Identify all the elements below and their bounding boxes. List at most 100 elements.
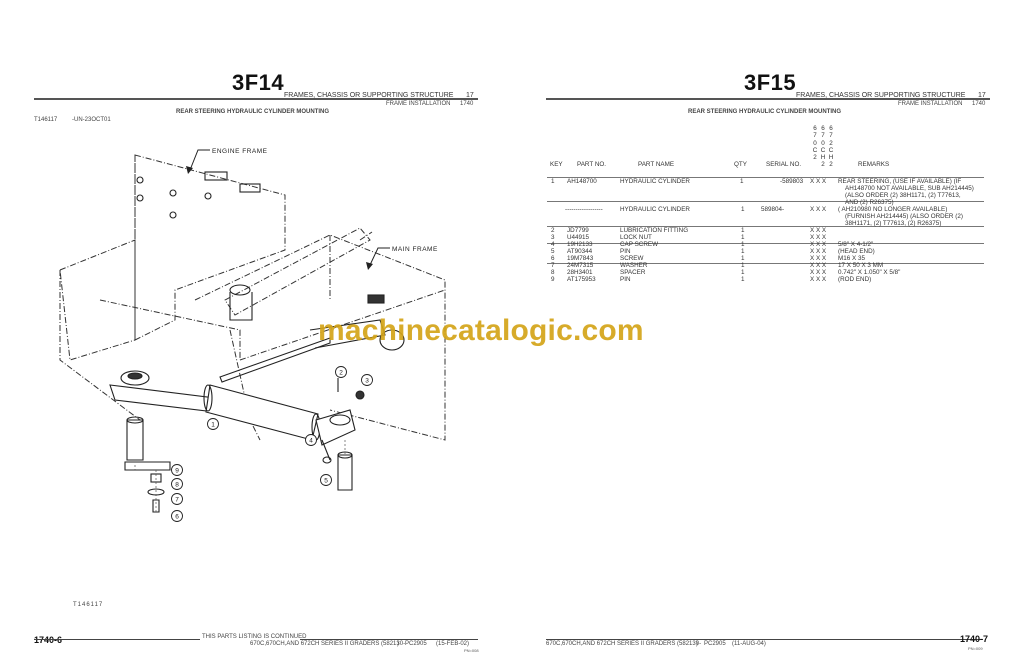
row-divider (547, 243, 984, 244)
section-number: 17 (978, 92, 986, 99)
row-models: X X X (810, 206, 827, 213)
row-part-name: LUBRICATION FITTING (620, 227, 689, 234)
row-key: 1 (551, 178, 555, 185)
footer-code: PN=008 (464, 648, 479, 653)
header-qty: QTY (734, 161, 747, 168)
group-number: 1740 (460, 101, 474, 107)
model-col-670ch: 6 7 0 C H 2 (820, 125, 826, 169)
row-qty: 1 (741, 262, 745, 269)
row-part-name: HYDRAULIC CYLINDER (620, 206, 690, 213)
row-models: X X X (810, 262, 827, 269)
group-number: 1740 (972, 101, 986, 107)
label-engine-frame: ENGINE FRAME (212, 148, 268, 155)
illustration-date: -UN-23OCT01 (72, 117, 111, 123)
row-part-no[interactable]: 28H3401 (567, 269, 593, 276)
row-key: 4 (551, 241, 555, 248)
row-models: X X X (810, 178, 827, 185)
footer-paren: ) (696, 641, 698, 647)
row-qty: 1 (741, 206, 745, 213)
section-title: FRAMES, CHASSIS OR SUPPORTING STRUCTURE (796, 92, 966, 99)
footer-rule (546, 639, 983, 640)
header-rule (546, 98, 990, 100)
row-remarks: AND (2) R26375) (845, 199, 894, 206)
row-remarks: (FURNISH AH214445) (ALSO ORDER (2) (845, 213, 963, 220)
left-page: 3F14 FRAMES, CHASSIS OR SUPPORTING STRUC… (34, 70, 479, 653)
row-remarks: AH148700 NOT AVAILABLE, SUB AH214445) (845, 185, 974, 192)
page-number: 1740-7 (960, 634, 989, 644)
row-models: X X X (810, 269, 827, 276)
row-part-no[interactable]: AT175953 (567, 276, 596, 283)
header-part-no: PART NO. (577, 161, 607, 168)
row-key: 6 (551, 255, 555, 262)
page-title: REAR STEERING HYDRAULIC CYLINDER MOUNTIN… (688, 109, 842, 115)
row-divider (547, 201, 984, 202)
row-part-name: PIN (620, 248, 631, 255)
row-part-name: CAP SCREW (620, 241, 659, 248)
footer-paren: ) (397, 641, 399, 647)
row-key: 9 (551, 276, 555, 283)
row-part-no[interactable]: 19H2133 (567, 241, 593, 248)
row-qty: 1 (741, 234, 745, 241)
row-qty: 1 (741, 241, 745, 248)
row-serial: 589804- (761, 206, 785, 213)
row-part-no[interactable]: AT90344 (567, 248, 593, 255)
row-remarks: 38H1171, (2) T77613, (2) R26375) (845, 220, 942, 227)
header-rule (34, 98, 478, 100)
callout-3: 3 (365, 378, 369, 385)
illustration-id: T146117 (34, 117, 58, 123)
row-remarks: 5/8" X 4-1/2" (838, 241, 874, 248)
row-qty: 1 (741, 255, 745, 262)
row-part-no[interactable]: JD7799 (567, 227, 589, 234)
exploded-diagram: ENGINE FRAME MAIN FRAME 1 2 3 4 5 6 7 8 … (59, 148, 446, 522)
group-title: FRAME INSTALLATION (386, 101, 451, 107)
row-qty: 1 (741, 248, 745, 255)
row-part-no[interactable]: U44915 (567, 234, 590, 241)
model-col-670c: 6 7 0 C 2 (812, 125, 818, 162)
callout-4: 4 (309, 438, 313, 445)
header-key: KEY (550, 161, 563, 168)
row-divider (547, 177, 984, 178)
row-remarks: 0.742" X 1.050" X 5/8" (838, 269, 901, 276)
row-models: X X X (810, 255, 827, 262)
footer-model: 670C,670CH,AND 672CH SERIES II GRADERS (… (546, 641, 702, 647)
row-key: 5 (551, 248, 555, 255)
row-part-no: ------------------ (565, 206, 603, 213)
watermark: machinecatalogic.com (318, 314, 644, 347)
page-number: 1740-6 (34, 635, 63, 645)
group-title: FRAME INSTALLATION (898, 101, 963, 107)
row-part-name: SCREW (620, 255, 644, 262)
row-part-no[interactable]: 19M7843 (567, 255, 594, 262)
row-part-name: LOCK NUT (620, 234, 652, 241)
row-key: 3 (551, 234, 555, 241)
footer-date: (15-FEB-02) (436, 641, 470, 647)
callout-5: 5 (324, 478, 328, 485)
footer-rule (34, 639, 200, 640)
model-col-672ch: 6 7 2 C H 2 (828, 125, 834, 169)
header-serial-no: SERIAL NO. (766, 161, 802, 168)
callout-7: 7 (175, 497, 179, 504)
fiche-id: 3F15 (744, 70, 797, 95)
footer-rule-right (300, 639, 478, 640)
row-qty: 1 (741, 276, 745, 283)
row-remarks: (ALSO ORDER (2) 38H1171, (2) T77613, (845, 192, 961, 199)
footer-date: (11-AUG-04) (732, 641, 766, 647)
row-remarks: (HEAD END) (838, 248, 875, 255)
header-remarks: REMARKS (858, 161, 890, 168)
footer-code: PN=009 (968, 646, 983, 651)
row-models: X X X (810, 234, 827, 241)
row-divider (547, 226, 984, 227)
row-part-name: SPACER (620, 269, 646, 276)
row-models: X X X (810, 241, 827, 248)
row-part-no[interactable]: 24M7315 (567, 262, 594, 269)
callout-2: 2 (339, 370, 343, 377)
row-models: X X X (810, 227, 827, 234)
row-remarks: REAR STEERING, (USE IF AVAILABLE) (IF (838, 178, 962, 185)
row-part-name: HYDRAULIC CYLINDER (620, 178, 690, 185)
row-remarks: 17 X 50 X 3 MM (838, 262, 884, 269)
row-divider (547, 263, 984, 264)
right-page: 3F15 FRAMES, CHASSIS OR SUPPORTING STRUC… (512, 0, 1024, 663)
row-key: 2 (551, 227, 555, 234)
label-main-frame: MAIN FRAME (392, 246, 438, 253)
illustration-caption: T146117 (73, 602, 104, 608)
row-part-no[interactable]: AH148700 (567, 178, 597, 185)
